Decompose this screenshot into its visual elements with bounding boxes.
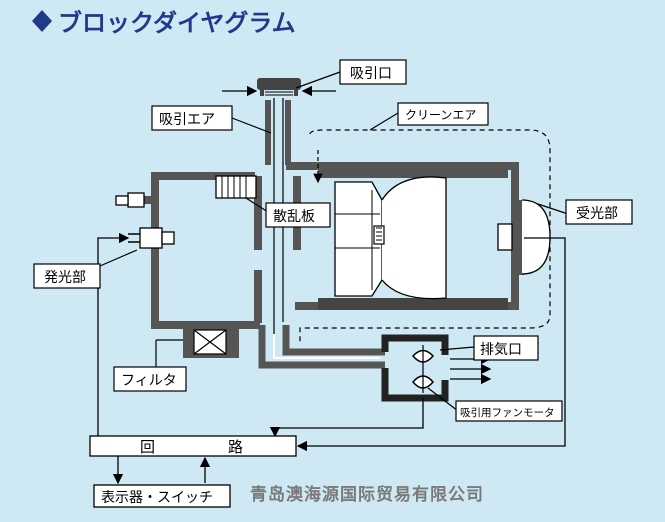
circuit-label-left: 回 [140,438,155,456]
intake-column [257,78,301,334]
exhaust-arrows [450,353,492,385]
signal-wiring [97,232,566,485]
circuit-label-right: 路 [228,438,243,456]
circuit-box: 回 路 [89,435,297,457]
scattering-plate-element [215,175,257,199]
title-text: ブロックダイヤグラム [58,9,296,37]
clean-air-path [299,129,551,345]
filter-element [183,326,239,358]
receiver-module [497,199,551,275]
display-switch-box: 表示器・スイッチ [93,484,231,508]
exhaust-port-label: 排気口 [480,342,522,358]
intake-port-label: 吸引口 [350,66,392,82]
exhaust-duct [258,325,385,369]
intake-port-callout: 吸引口 [295,59,407,89]
display-switch-label: 表示器・スイッチ [101,490,213,506]
receiver-label: 受光部 [576,206,618,222]
fan-motor-label: 吸引用ファンモータ [460,406,555,419]
filter-callout: フィルタ [113,340,187,392]
emitter-device [115,192,175,249]
filter-label: フィルタ [121,373,177,389]
scattering-plate-label: 散乱板 [273,209,315,225]
emitter-callout: 発光部 [33,249,138,289]
clean-air-callout: クリーンエア [369,102,489,131]
fan-motor-callout: 吸引用ファンモータ [427,387,563,422]
intake-air-callout: 吸引エア [151,105,272,134]
receiver-callout: 受光部 [537,199,633,225]
scattering-plate-callout: 散乱板 [245,197,331,228]
emitter-label: 発光部 [44,270,86,286]
intake-air-label: 吸引エア [159,112,215,128]
exhaust-port-callout: 排気口 [439,335,539,361]
top-band [318,166,508,178]
lens-assembly [334,176,447,300]
diagram-title: ブロックダイヤグラム [32,9,296,37]
bottom-band [318,298,508,310]
diamond-bullet-icon [32,10,52,32]
fan-housing [381,334,449,402]
clean-air-label: クリーンエア [405,108,476,122]
company-watermark: 青岛澳海源国际贸易有限公司 [250,484,484,505]
